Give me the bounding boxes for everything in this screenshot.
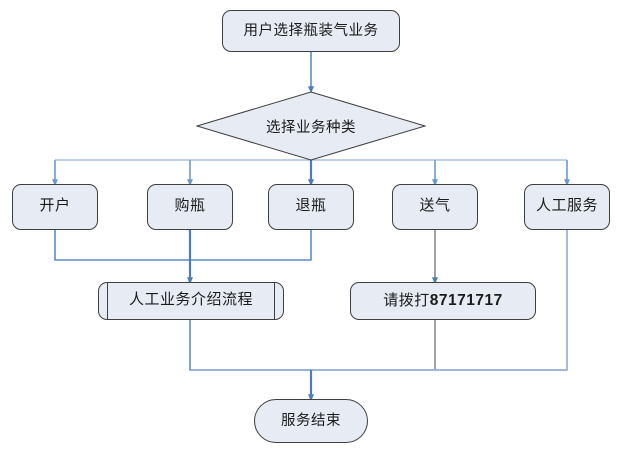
node-start-label: 用户选择瓶装气业务 bbox=[243, 22, 379, 39]
node-option-goupin[interactable]: 购瓶 bbox=[147, 184, 233, 230]
diamond-shape bbox=[196, 91, 426, 161]
node-manual-process-label: 人工业务介绍流程 bbox=[128, 292, 253, 309]
node-end-label: 服务结束 bbox=[281, 412, 341, 429]
edge-option1-to-merge bbox=[54, 230, 190, 261]
node-option-kaihu-label: 开户 bbox=[39, 198, 71, 215]
node-dial[interactable]: 请拨打87171717 bbox=[350, 282, 536, 320]
node-end[interactable]: 服务结束 bbox=[254, 399, 368, 443]
node-option-tuipin[interactable]: 退瓶 bbox=[268, 184, 354, 230]
node-start[interactable]: 用户选择瓶装气业务 bbox=[222, 10, 400, 52]
node-dial-label: 请拨打87171717 bbox=[383, 292, 502, 310]
edge-manual-process-to-collector bbox=[189, 320, 311, 371]
node-decision-label: 选择业务种类 bbox=[266, 119, 356, 136]
predefined-process-bar-right bbox=[274, 283, 275, 319]
node-option-tuipin-label: 退瓶 bbox=[295, 198, 327, 215]
node-option-kaihu[interactable]: 开户 bbox=[12, 184, 98, 230]
node-option-rengongfuwu[interactable]: 人工服务 bbox=[524, 184, 610, 230]
node-dial-phone-number: 87171717 bbox=[429, 291, 503, 309]
node-option-songqi-label: 送气 bbox=[419, 198, 451, 215]
edge-option3-to-merge bbox=[190, 230, 312, 261]
node-manual-process[interactable]: 人工业务介绍流程 bbox=[98, 282, 284, 320]
node-option-songqi[interactable]: 送气 bbox=[392, 184, 478, 230]
node-option-rengongfuwu-label: 人工服务 bbox=[535, 198, 598, 215]
node-dial-prefix: 请拨打 bbox=[383, 292, 430, 309]
node-decision[interactable]: 选择业务种类 bbox=[196, 91, 426, 161]
node-option-goupin-label: 购瓶 bbox=[174, 198, 206, 215]
predefined-process-bar-left bbox=[107, 283, 108, 319]
